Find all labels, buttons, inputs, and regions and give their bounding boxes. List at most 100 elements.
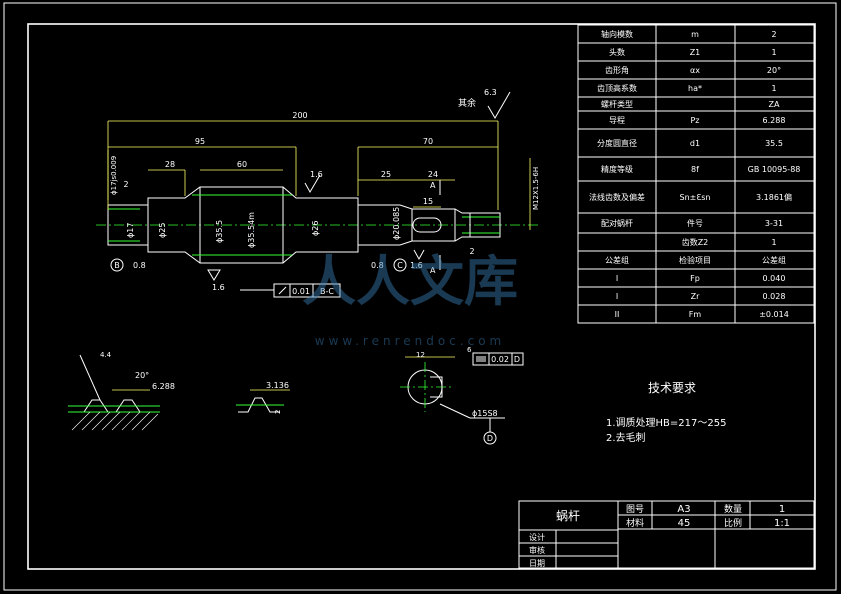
tooth1-pitch: 6.288 [152, 382, 175, 391]
param-value: 35.5 [765, 139, 783, 148]
runout-value: 0.01 [292, 287, 310, 296]
dim-25: 25 [381, 170, 391, 179]
section-dia: ϕ15S8 [472, 409, 498, 418]
param-value: 2 [771, 30, 776, 39]
scale-label: 比例 [724, 517, 742, 529]
param-value: ZA [769, 100, 780, 109]
dim-24: 24 [428, 170, 438, 179]
dim-60: 60 [237, 160, 247, 169]
rough-63: 6.3 [484, 88, 497, 97]
param-value: 3-31 [765, 219, 783, 228]
dia-17: ϕ17 [126, 223, 135, 238]
param-value: 3.1861偏 [756, 192, 792, 202]
part-name: 蜗杆 [556, 508, 580, 523]
param-label: 齿形角 [605, 65, 629, 75]
param-symbol: Z1 [690, 48, 701, 57]
datum-b: B [114, 261, 120, 270]
dia-root: ϕ35.54m [247, 212, 256, 248]
watermark-url: www.renrendoc.com [315, 334, 505, 348]
section-view: 12 6 0.02 D ϕ15S8 D [400, 346, 524, 445]
tooth-detail-1: 4.4 20° 6.288 [68, 351, 175, 431]
param-value: 1 [771, 84, 776, 93]
param-value: 0.040 [763, 274, 786, 283]
qty-value: 1 [779, 504, 785, 515]
runout-ref: B-C [320, 287, 334, 296]
param-label: 公差组 [605, 255, 629, 265]
param-value: 20° [767, 66, 781, 75]
thread-right: M12X1.5-6H [532, 167, 540, 210]
dim-2b: 2 [469, 247, 474, 256]
param-symbol: m [691, 30, 699, 39]
dim-right-span: 70 [423, 137, 433, 146]
param-symbol: Sn±Ɛsn [679, 193, 710, 202]
dia-355: ϕ35.5 [215, 220, 224, 243]
section-a1: A [430, 181, 436, 190]
qty-label: 数量 [724, 503, 742, 515]
param-label: II [615, 310, 620, 319]
param-symbol: Fp [690, 274, 700, 283]
dia-20: ϕ20.085 [392, 207, 401, 240]
param-symbol: d1 [690, 139, 700, 148]
param-symbol: ha* [688, 84, 702, 93]
param-symbol: αx [690, 66, 700, 75]
param-label: 精度等级 [601, 164, 633, 174]
tooth1-angle-small: 4.4 [100, 351, 112, 359]
dia-26: ϕ26 [311, 221, 320, 236]
param-label: 导程 [609, 116, 625, 125]
datum-d: D [487, 434, 493, 443]
param-label: I [616, 292, 618, 301]
param-label: 法线齿数及偏差 [589, 192, 645, 202]
shaft-outline [107, 186, 501, 264]
scale-value: 1:1 [774, 518, 790, 529]
sheet-label: 图号 [626, 504, 644, 515]
dim-left-span: 95 [195, 137, 205, 146]
param-value: 0.028 [763, 292, 786, 301]
dim-2a: 2 [123, 180, 128, 189]
review-label: 审核 [529, 545, 545, 555]
date-label: 日期 [529, 559, 545, 568]
requirement-2: 2.去毛刺 [606, 432, 646, 444]
tooth2-width: 3.136 [266, 381, 289, 390]
dia-25: ϕ25 [158, 223, 167, 238]
param-symbol: 8f [691, 165, 699, 174]
param-label: I [616, 274, 618, 283]
outer-frame [3, 2, 837, 591]
rough-08b: 0.8 [371, 261, 384, 270]
requirements-title: 技术要求 [648, 381, 696, 395]
param-label: 轴向模数 [601, 29, 633, 39]
params-table: 轴向模数 m 2 头数 Z1 1 齿形角 αx 20° 齿顶高系数 ha* 1 螺杆类型 ZA 导程 Pz 6.… [577, 24, 815, 324]
section-key: 12 [416, 351, 425, 359]
thread-left: ϕ17js0.009 [110, 156, 118, 195]
param-label: 齿顶高系数 [597, 83, 637, 93]
watermark: 人人文库 www.renrendoc.com [302, 250, 518, 348]
param-symbol: Pz [690, 116, 699, 125]
param-label: 分度圆直径 [597, 138, 637, 148]
design-label: 设计 [529, 532, 545, 542]
rough-08a: 0.8 [133, 261, 146, 270]
rough-16b: 1.6 [212, 283, 225, 292]
rough-16a: 1.6 [310, 170, 323, 179]
sym-value: 0.02 [491, 355, 509, 364]
param-symbol: 检验项目 [679, 255, 711, 265]
param-value: 6.288 [763, 116, 786, 125]
param-value: 1 [771, 238, 776, 247]
param-symbol: 齿数Z2 [682, 237, 709, 247]
tooth-detail-2: 3.136 2 [236, 381, 290, 414]
keyway [412, 217, 442, 233]
title-block: 蜗杆 图号 A3 数量 1 材料 45 比例 1:1 设计 审核 日期 [518, 500, 815, 569]
tooth2-h: 2 [274, 410, 282, 414]
inner-frame [27, 23, 816, 570]
param-label: 螺杆类型 [601, 99, 633, 109]
param-label: 头数 [609, 47, 625, 57]
section-a2: A [430, 266, 436, 275]
param-symbol: Zr [691, 292, 700, 301]
rough-16c: 1.6 [410, 261, 423, 270]
param-value: 公差组 [762, 255, 786, 265]
shaft-main-view: 200 95 70 28 60 25 24 15 2 2 ϕ17 ϕ25 ϕ35… [96, 88, 540, 298]
rough-rest: 其余 [458, 97, 476, 109]
requirement-1: 1.调质处理HB=217～255 [606, 417, 726, 429]
material-label: 材料 [626, 517, 644, 529]
sym-ref: D [514, 355, 520, 364]
param-value: GB 10095-88 [748, 165, 801, 174]
